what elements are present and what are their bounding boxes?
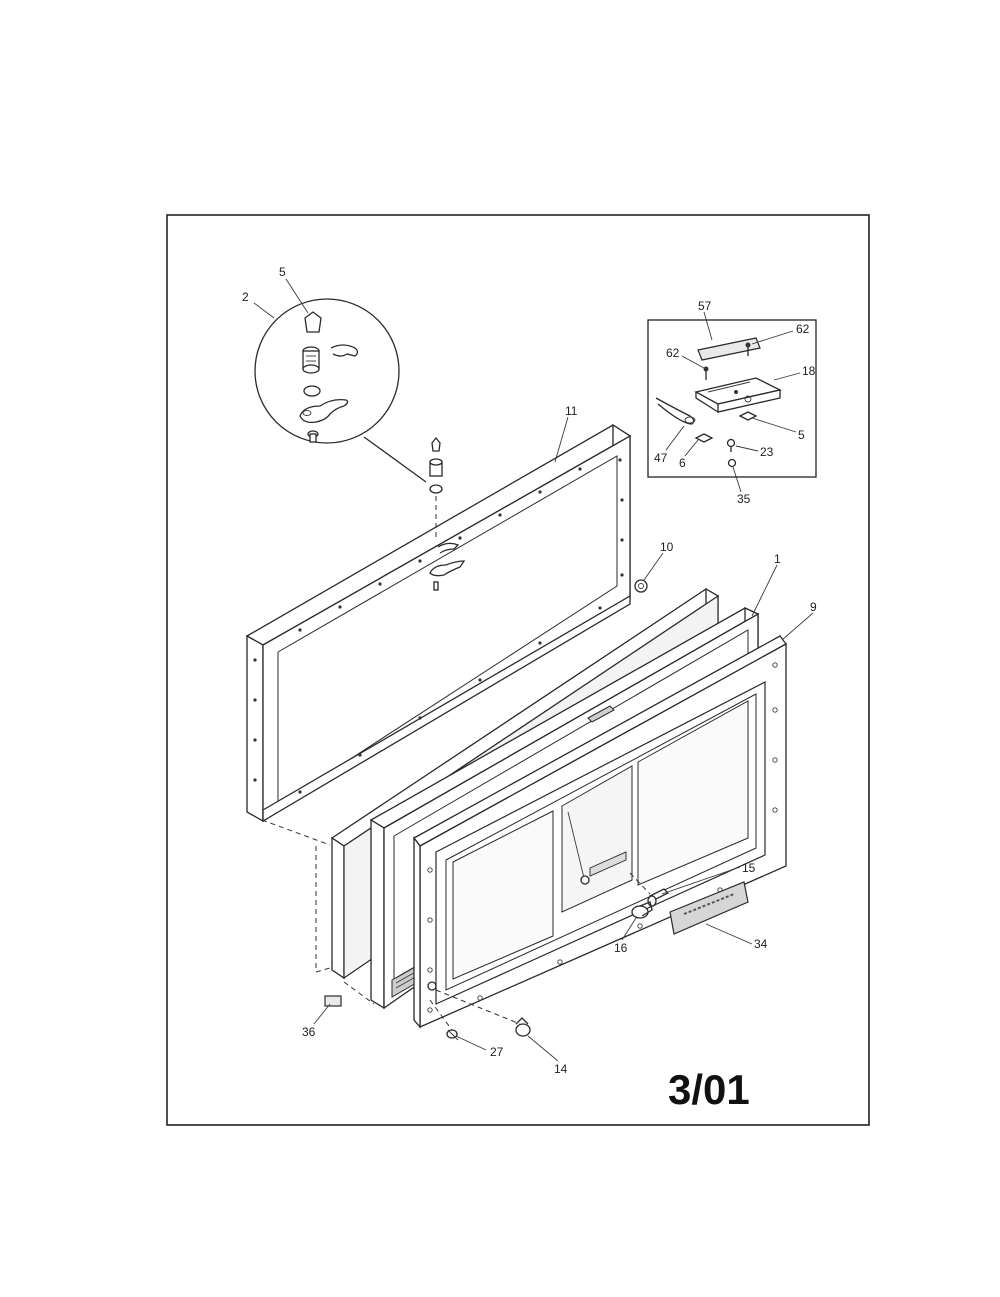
screw-part [307,430,319,443]
bumper-14 [515,1017,531,1037]
light-axis-line [629,872,651,895]
door-liner-panel [245,423,632,823]
screw-62-left [703,366,709,380]
diagram-frame [166,214,870,1126]
callout-62-left: 62 [666,346,680,360]
callout-35: 35 [737,492,751,506]
callout-27: 27 [490,1045,504,1059]
nut-35 [727,458,737,468]
callout-23: 23 [760,445,774,459]
glass-pane-right [637,700,749,886]
callout-36: 36 [302,1025,316,1039]
o-ring-part [303,385,321,397]
callout-47: 47 [654,451,668,465]
callout-15: 15 [742,861,756,875]
alignment-lines [261,819,521,1031]
frame-bolt-holes [253,458,624,794]
callout-5-lock: 5 [279,265,286,279]
page-code: 3/01 [668,1066,750,1113]
lock-detail-circle [254,298,400,444]
lock-barrel-part [302,346,320,374]
callout-11: 11 [565,404,578,418]
handle-recess [587,705,615,723]
light-cover-34 [669,881,749,935]
callout-1: 1 [774,552,781,566]
callout-62-right: 62 [796,322,810,336]
callout-2: 2 [242,290,249,304]
glass-pane-left [452,810,554,980]
callout-14: 14 [554,1062,568,1076]
panel-screw-holes [427,662,778,1013]
clip-36 [324,995,342,1007]
detail-leader-line [363,436,427,483]
lock-arm-part [299,398,349,424]
screw-23 [726,438,736,452]
cable-part [655,397,695,425]
screw-27 [446,1029,459,1041]
lock-key-part [304,311,322,333]
callout-18: 18 [802,364,816,378]
washer-6-left [694,433,714,443]
label-strip-part [697,337,761,361]
callout-57: 57 [698,299,712,313]
light-bulb-16 [631,901,653,919]
bushing-10 [634,579,648,593]
center-control-area [561,765,633,913]
callout-34: 34 [754,937,768,951]
callout-9: 9 [810,600,817,614]
callout-6: 6 [679,456,686,470]
screw-62-right [745,342,751,356]
handle-detail-box [647,319,817,478]
lock-assembly-on-door [429,436,466,591]
outer-door-panel [413,635,787,1029]
leader-lines [253,278,814,1062]
hinge-bracket-part [694,377,782,413]
retaining-clip-part [330,344,359,357]
callout-5-bracket: 5 [798,428,805,442]
callout-10: 10 [660,540,674,554]
callout-16: 16 [614,941,628,955]
